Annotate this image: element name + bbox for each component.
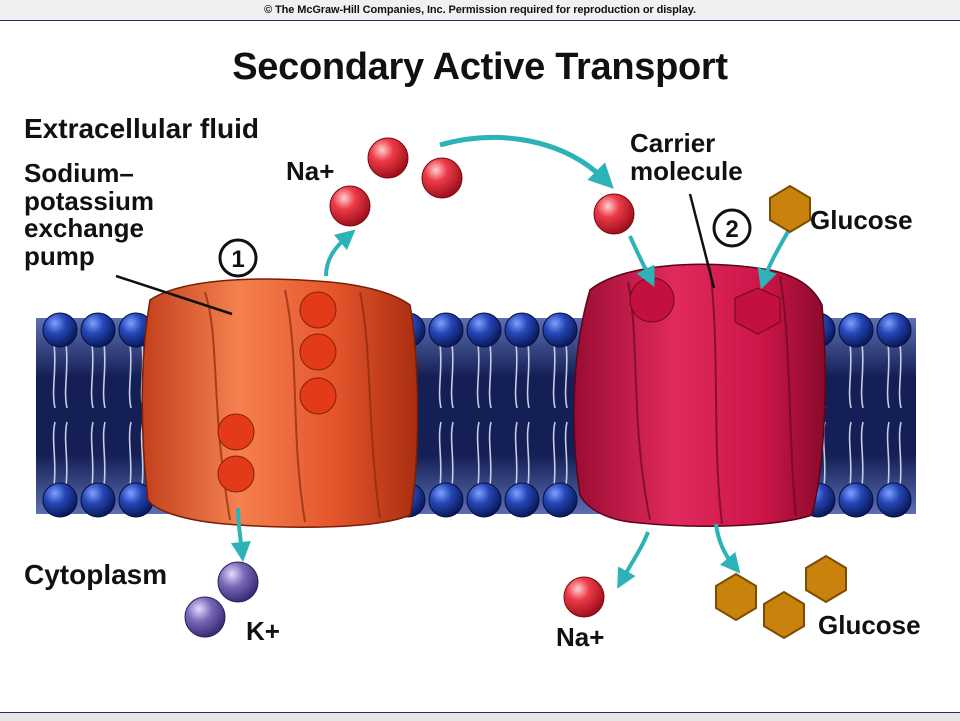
transport-arrows — [230, 135, 792, 589]
arrow-glucose-in — [757, 227, 792, 290]
phospholipid-head — [504, 482, 540, 518]
bottom-bar — [0, 712, 960, 721]
lipid-tail — [64, 343, 68, 409]
step-2-number: 2 — [725, 216, 738, 243]
glucose-hexagon — [805, 554, 847, 604]
lipid-tail — [848, 343, 852, 409]
glucose-hexagon — [769, 184, 811, 234]
phospholipid-head — [466, 312, 502, 348]
lipid-tail — [488, 421, 492, 487]
phospholipid-head — [42, 312, 78, 348]
copyright-bar: © The McGraw-Hill Companies, Inc. Permis… — [0, 0, 960, 21]
lipid-tail — [52, 421, 56, 487]
step-2-marker: 2 — [712, 208, 752, 248]
lipid-tail — [90, 343, 94, 409]
step-1-number: 1 — [231, 246, 244, 273]
lipid-tail — [102, 343, 106, 409]
diagram-title: Secondary Active Transport — [232, 46, 728, 88]
potassium-label: K+ — [246, 616, 280, 646]
extracellular-fluid-label: Extracellular fluid — [24, 113, 259, 144]
arrow-glucose-released — [714, 523, 741, 574]
lipid-tail — [64, 421, 68, 487]
arrow-na-to-carrier — [439, 135, 614, 189]
lipid-tail — [564, 421, 568, 487]
phospholipid-head — [838, 312, 874, 348]
lipid-tail — [898, 343, 902, 409]
phospholipid-head — [876, 312, 912, 348]
glucose-label-bottom: Glucose — [818, 610, 921, 640]
lipid-tail — [450, 421, 454, 487]
lipid-tail — [476, 343, 480, 409]
arrow-k-in — [230, 507, 251, 562]
glucose-hexagon — [715, 572, 757, 622]
lipid-tail — [128, 421, 132, 487]
sodium-label-bottom: Na+ — [556, 622, 605, 652]
lipid-tail — [52, 343, 56, 409]
lipid-tail — [450, 343, 454, 409]
sodium-ion — [563, 576, 605, 618]
sodium-ion — [593, 193, 635, 235]
lipid-tail — [476, 421, 480, 487]
lipid-tail — [90, 421, 94, 487]
carrier-leader-line — [688, 193, 716, 289]
phospholipid-head — [876, 482, 912, 518]
sodium-label-top: Na+ — [286, 156, 335, 186]
phospholipid-head — [80, 312, 116, 348]
glucose-hexagon — [763, 590, 805, 640]
lipid-tail — [848, 421, 852, 487]
pump-leader-line — [115, 274, 233, 316]
sodium-potassium-pump — [141, 278, 419, 528]
copyright-text: © The McGraw-Hill Companies, Inc. Permis… — [264, 4, 696, 16]
potassium-ion — [217, 561, 259, 603]
lipid-tail — [860, 343, 864, 409]
lipid-tail — [860, 421, 864, 487]
lipid-tail — [438, 421, 442, 487]
arrow-na-released — [617, 531, 650, 589]
lipid-tail — [526, 343, 530, 409]
lipid-tail — [886, 421, 890, 487]
cytoplasm-label: Cytoplasm — [24, 559, 168, 590]
lipid-tail — [514, 343, 518, 409]
lipid-tail — [552, 421, 556, 487]
phospholipid-head — [42, 482, 78, 518]
sodium-ions — [329, 137, 635, 618]
lipid-tail — [488, 343, 492, 409]
sodium-ion — [421, 157, 463, 199]
phospholipid-head — [838, 482, 874, 518]
phospholipid-head — [428, 482, 464, 518]
lipid-tail — [438, 343, 442, 409]
carrier-molecule-label: Carrier molecule — [630, 128, 743, 186]
step-1-marker: 1 — [218, 238, 258, 278]
phospholipid-head — [542, 312, 578, 348]
potassium-ions — [184, 561, 259, 638]
lipid-tail — [128, 343, 132, 409]
phospholipid-head — [428, 312, 464, 348]
lipid-tail — [102, 421, 106, 487]
carrier-molecule — [573, 263, 826, 527]
sodium-ion — [329, 185, 371, 227]
phospholipid-head — [504, 312, 540, 348]
phospholipid-head — [466, 482, 502, 518]
lipid-tail — [552, 343, 556, 409]
arrow-na-out — [324, 229, 356, 277]
lipid-tail — [514, 421, 518, 487]
sodium-ion — [367, 137, 409, 179]
glucose-label-top: Glucose — [810, 205, 913, 235]
lipid-tail — [526, 421, 530, 487]
phospholipid-head — [542, 482, 578, 518]
pump-label: Sodium– potassium exchange pump — [24, 158, 155, 271]
lipid-tail — [564, 343, 568, 409]
potassium-ion — [184, 596, 226, 638]
phospholipid-head — [80, 482, 116, 518]
lipid-tail — [886, 343, 890, 409]
glucose-molecules — [715, 184, 847, 640]
lipid-tail — [898, 421, 902, 487]
arrow-na-in-carrier — [628, 235, 655, 287]
